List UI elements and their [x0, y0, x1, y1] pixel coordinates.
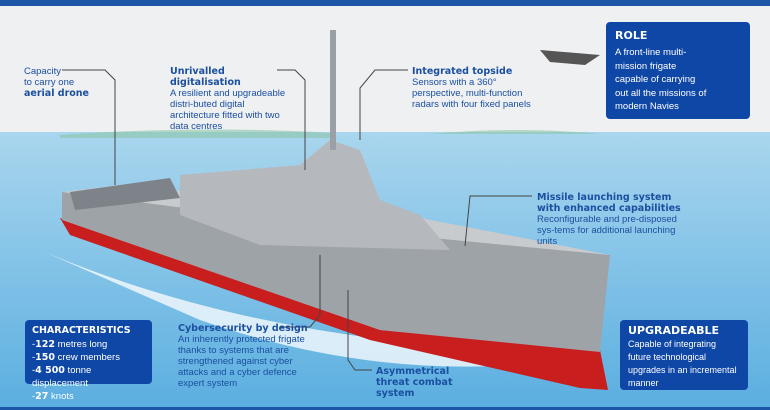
- drone-bold: aerial drone: [24, 88, 89, 99]
- upgradeable-box: UPGRADEABLE Capable of integrating futur…: [620, 320, 748, 390]
- topside-title: Integrated topside: [412, 66, 513, 77]
- cyber-text: An inherently protected frigate thanks t…: [178, 334, 305, 389]
- digital-label: Unrivalled digitalisation A resilient an…: [170, 66, 290, 132]
- top-bar: [0, 0, 770, 6]
- drone-line2: to carry one: [24, 77, 75, 88]
- upgradeable-text: Capable of integrating future technologi…: [628, 339, 737, 388]
- hull-red: [60, 218, 608, 390]
- asym-label: Asymmetrical threat combat system: [376, 366, 476, 399]
- role-box: ROLE A front-line multi-mission frigate …: [606, 22, 750, 119]
- role-text: A front-line multi-mission frigate capab…: [615, 47, 707, 112]
- characteristics-title: CHARACTERISTICS: [32, 325, 131, 336]
- cyber-title: Cybersecurity by design: [178, 323, 308, 334]
- missile-title: Missile launching system with enhanced c…: [537, 192, 681, 214]
- mast: [330, 30, 336, 150]
- characteristics-box: CHARACTERISTICS -122 metres long -150 cr…: [25, 320, 152, 402]
- cyber-label: Cybersecurity by design An inherently pr…: [178, 323, 308, 389]
- helicopter: [540, 50, 600, 65]
- upgradeable-title: UPGRADEABLE: [628, 324, 720, 337]
- drone-label: Capacity to carry one aerial drone: [24, 66, 89, 99]
- asym-title: Asymmetrical threat combat system: [376, 366, 453, 399]
- helideck: [70, 178, 180, 210]
- missile-text: Reconfigurable and pre-disposed sys-tems…: [537, 214, 677, 247]
- missile-label: Missile launching system with enhanced c…: [537, 192, 692, 247]
- digital-text: A resilient and upgradeable distri-buted…: [170, 88, 286, 132]
- leader-lines: [62, 69, 532, 371]
- digital-title: Unrivalled digitalisation: [170, 66, 241, 88]
- characteristic-item: -150 crew members: [32, 352, 120, 363]
- superstructure: [180, 140, 450, 250]
- bottom-bar: [0, 407, 770, 410]
- characteristic-item: -4 500 tonne displacement: [32, 365, 92, 389]
- role-title: ROLE: [615, 29, 648, 42]
- drone-line1: Capacity: [24, 66, 61, 77]
- characteristic-item: -27 knots: [32, 391, 74, 402]
- topside-label: Integrated topside Sensors with a 360° p…: [412, 66, 537, 110]
- hull: [62, 192, 610, 352]
- topside-text: Sensors with a 360° perspective, multi-f…: [412, 77, 531, 110]
- characteristic-item: -122 metres long: [32, 339, 108, 350]
